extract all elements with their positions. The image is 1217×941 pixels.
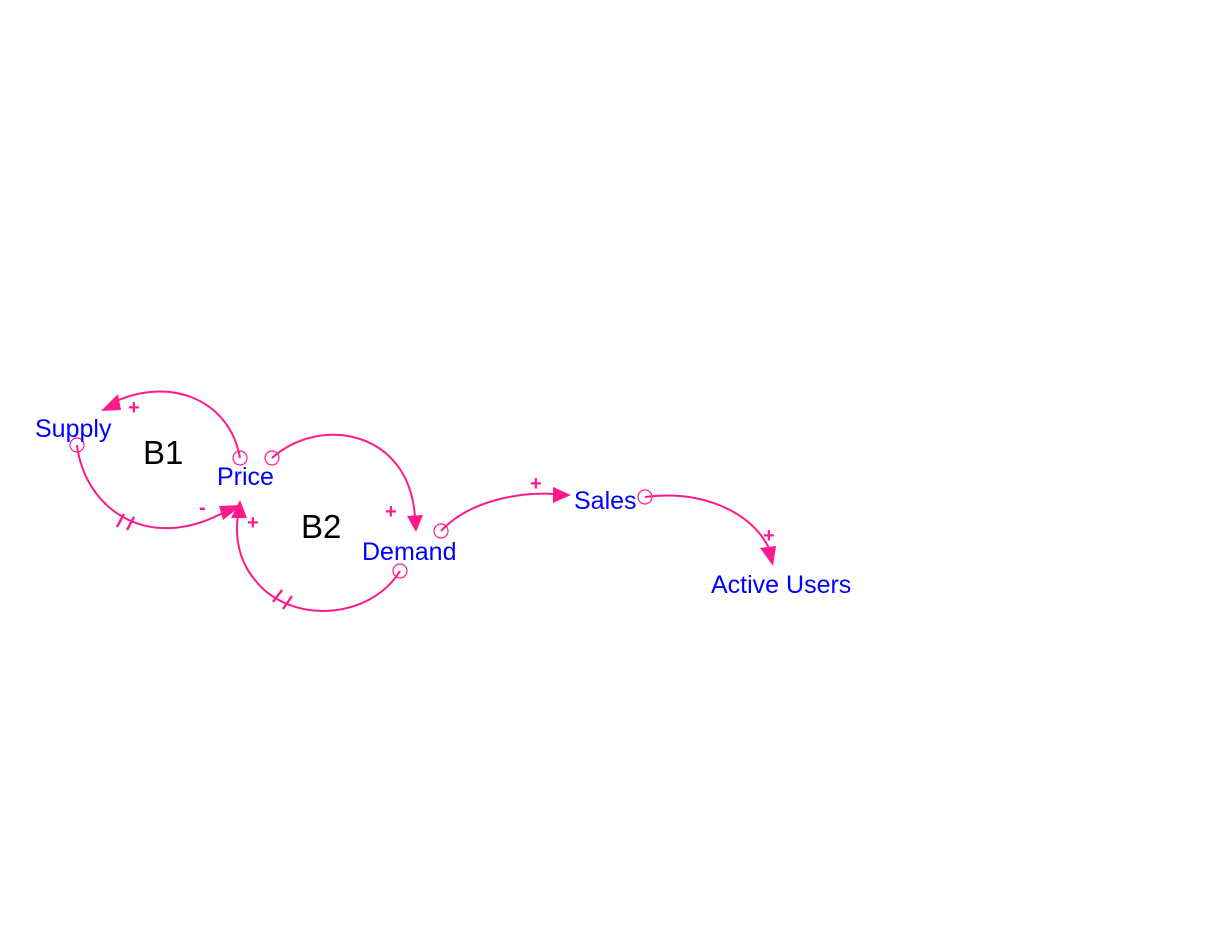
polarity-supply-price: - [199, 497, 206, 519]
variable-supply[interactable]: Supply [35, 415, 112, 443]
delay-mark [282, 595, 293, 610]
variable-price[interactable]: Price [217, 463, 274, 491]
delay-mark [272, 589, 283, 603]
delay-mark [115, 513, 126, 528]
polarity-price-demand: + [385, 501, 397, 523]
loop-label-b1: B1 [143, 434, 183, 471]
variable-demand[interactable]: Demand [362, 538, 457, 566]
loop-label-b2: B2 [301, 508, 341, 545]
link-price-to-demand[interactable] [264, 433, 423, 532]
link-demand-to-sales[interactable] [433, 487, 571, 539]
variable-sales[interactable]: Sales [574, 487, 637, 515]
polarity-price-supply: + [128, 397, 140, 419]
polarity-demand-price: + [247, 512, 259, 534]
link-sales-to-active-users[interactable] [637, 489, 776, 566]
polarity-sales-active-users: + [763, 525, 775, 547]
delay-mark [125, 516, 136, 531]
link-price-to-supply[interactable] [101, 390, 248, 466]
variable-active-users[interactable]: Active Users [711, 571, 851, 599]
polarity-demand-sales: + [530, 473, 542, 495]
link-demand-to-price[interactable] [231, 500, 408, 612]
